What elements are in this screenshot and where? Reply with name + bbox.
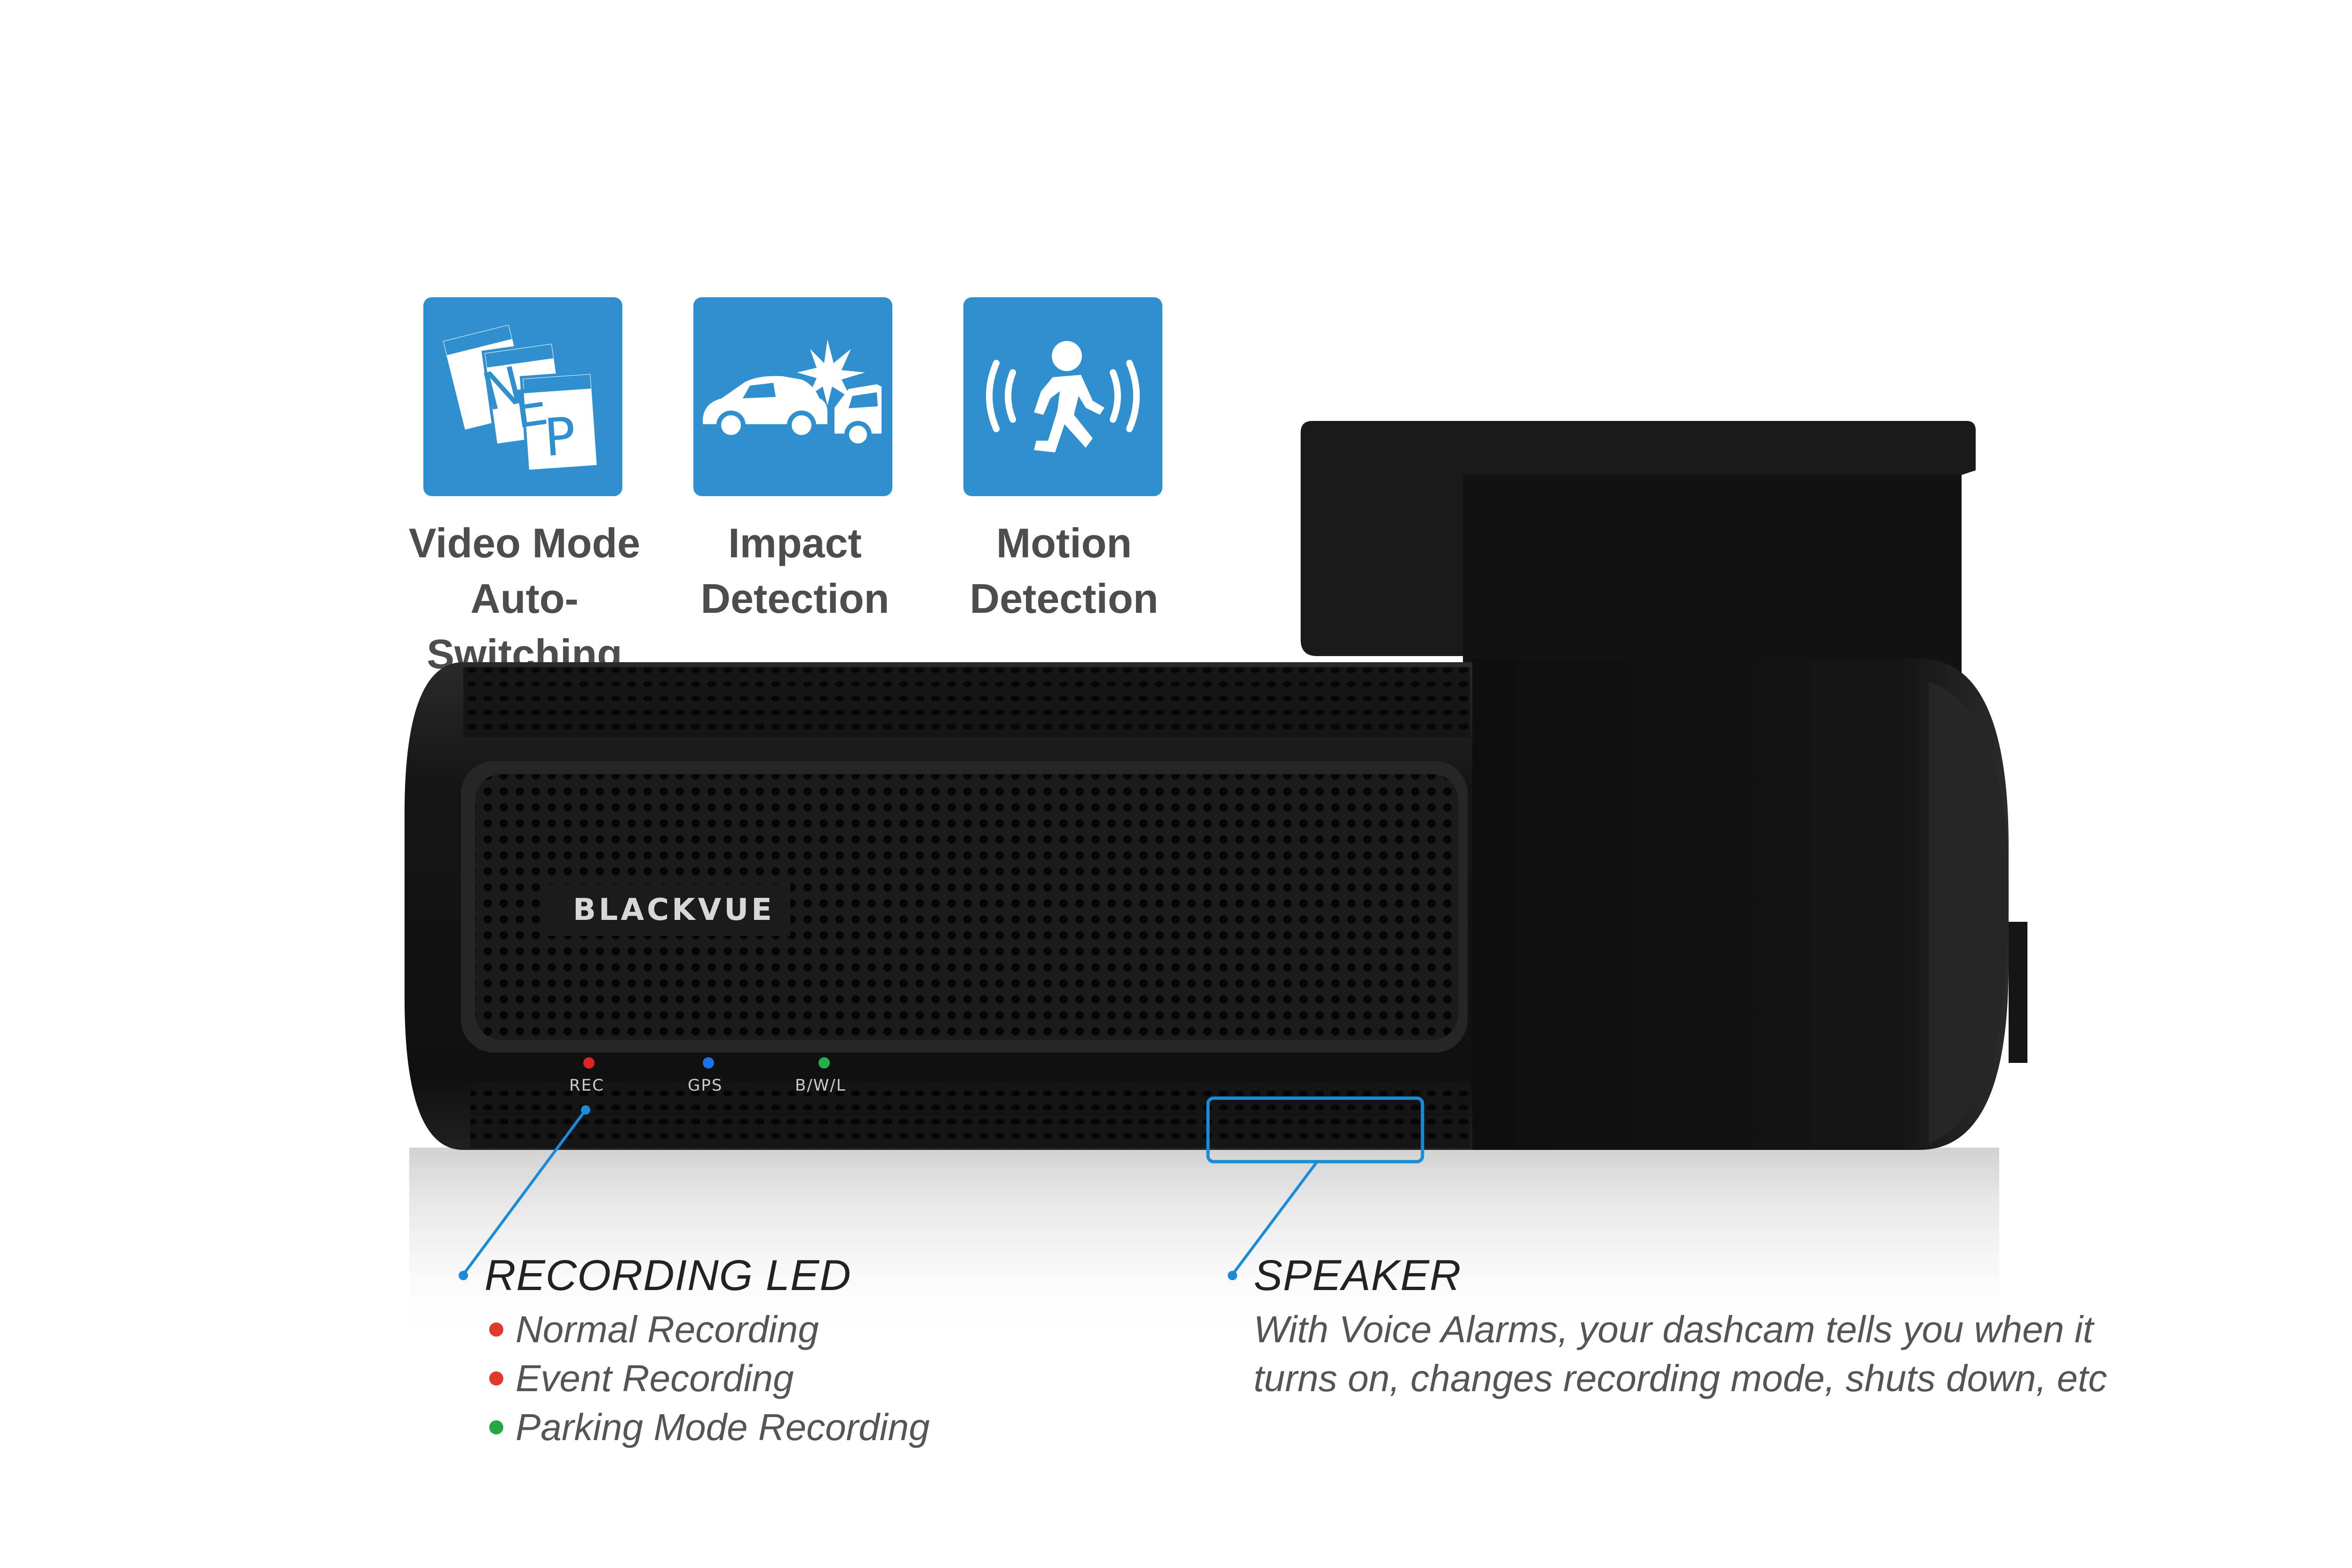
list-item: Normal Recording [489,1305,930,1354]
rec-led [583,1057,595,1069]
recording-led-title: RECORDING LED [485,1251,851,1299]
bwl-led [818,1057,830,1069]
video-mode-switch-icon: N E P [439,321,600,473]
car-impact-icon [703,340,882,448]
speaker-highlight [1206,1096,1424,1164]
feature-tile-motion [963,297,1162,496]
list-item: Parking Mode Recording [489,1403,930,1452]
feature-label-impact: Impact Detection [649,515,941,626]
feature-line: Detection [700,575,890,622]
recording-led-callout-line [462,1109,587,1275]
speaker-callout-line [1231,1161,1319,1275]
list-item: Event Recording [489,1354,930,1403]
gps-led-label: GPS [688,1076,723,1095]
rec-led-label: REC [569,1076,604,1095]
lens-barrel [1472,658,2009,1150]
feature-tile-impact [693,297,892,496]
gps-led [703,1057,714,1069]
floor-reflection [409,1148,1999,1345]
red-dot-icon [489,1322,503,1337]
bwl-led-label: B/W/L [795,1076,846,1095]
speaker-description: With Voice Alarms, your dashcam tells yo… [1254,1308,2107,1399]
feature-tile-video-mode: N E P [423,297,622,496]
red-dot-icon [489,1371,503,1386]
feature-line: Impact [728,520,862,566]
feature-line: Video Mode [408,520,641,566]
svg-text:P: P [542,406,578,468]
green-dot-icon [489,1420,503,1434]
recording-led-list: Normal Recording Event Recording Parking… [489,1305,930,1452]
speaker-title: SPEAKER [1254,1251,1462,1299]
feature-line: Detection [969,575,1159,622]
feature-label-motion: Motion Detection [918,515,1210,626]
motion-detection-icon [986,341,1140,452]
brand-logo: BLACKVUE [573,893,775,927]
feature-line: Motion [996,520,1132,566]
